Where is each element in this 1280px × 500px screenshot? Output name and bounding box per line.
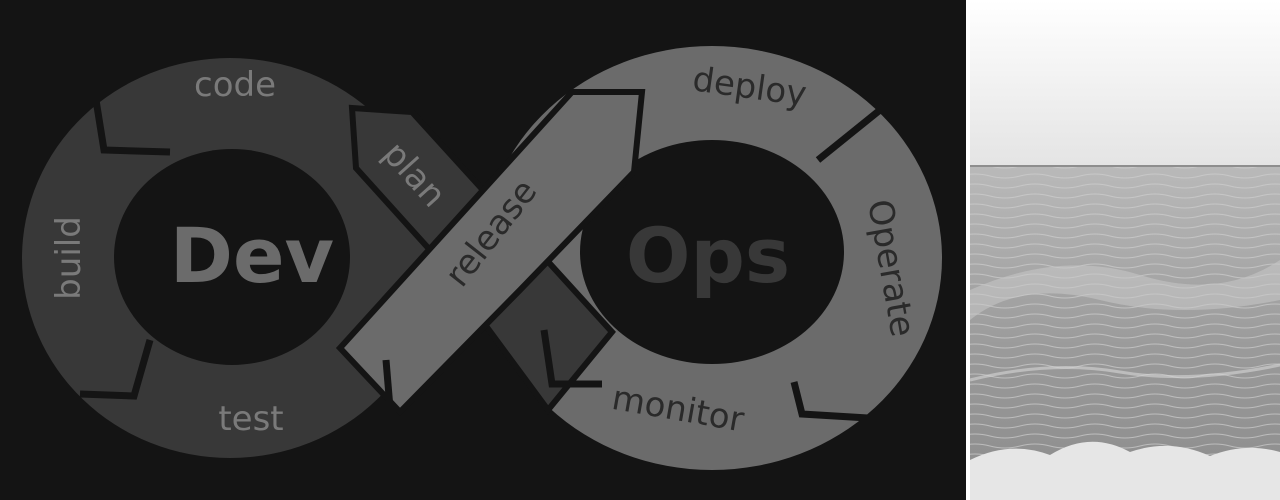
stage-label-build: build	[49, 216, 89, 300]
stage-label-test: test	[218, 399, 283, 439]
sea-photo	[966, 0, 1280, 500]
center-label-ops: Ops	[626, 211, 790, 300]
segment-separators	[79, 99, 883, 433]
release-band	[335, 89, 646, 417]
center-label-dev: Dev	[170, 211, 334, 300]
stage-label-code: code	[194, 65, 276, 105]
dev-loop	[22, 58, 438, 458]
ops-hole	[580, 140, 844, 364]
dev-hole	[114, 149, 350, 365]
